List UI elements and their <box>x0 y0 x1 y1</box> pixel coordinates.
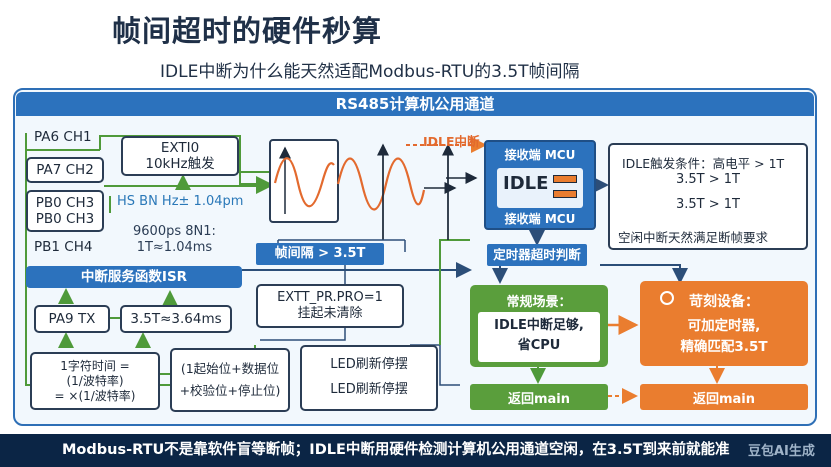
page-subtitle: IDLE中断为什么能天然适配Modbus-RTU的3.5T帧间隔 <box>160 62 580 82</box>
led-line2: LED刷新停摆 <box>330 382 408 397</box>
normal-return-button[interactable]: 返回main <box>470 384 608 410</box>
led-orange-icon <box>553 175 577 183</box>
baud-label: 9600ps 8N1: 1T≈1.04ms <box>133 224 216 257</box>
strict-scenario-card: 苛刻设备： 可加定时器, 精确匹配3.5T <box>640 281 808 366</box>
t364-label: 3.5T≈3.64ms <box>130 310 222 327</box>
stopwatch-icon <box>660 291 674 305</box>
frame-bits-line1: (1起始位+数据位 <box>180 360 280 376</box>
led-box: LED刷新停摆 LED刷新停摆 <box>300 345 438 411</box>
normal-scenario-card: 常规场景： IDLE中断足够, 省CPU <box>470 285 608 367</box>
frame-bits-line2: +校验位+停止位) <box>179 383 281 398</box>
led-orange-icon <box>553 190 577 198</box>
char-time-line3: = ×(1/波特率) <box>54 388 136 403</box>
channel-banner: RS485计算机公用通道 <box>16 92 814 116</box>
idle-cond-line3: 3.5T > 1T <box>676 197 740 212</box>
normal-body: IDLE中断足够, 省CPU <box>478 312 600 362</box>
exti-line2: 10kHz触发 <box>145 156 215 172</box>
char-time-box: 1字符时间 = (1/波特率) = ×(1/波特率) <box>30 352 160 410</box>
frame-bits-box: (1起始位+数据位 +校验位+停止位) <box>170 348 290 412</box>
extt-line2: 挂起未清除 <box>297 306 363 321</box>
pin-pa7-box: PA7 CH2 <box>26 157 104 183</box>
mcu-top-label: 接收端 MCU <box>504 148 576 162</box>
normal-body1: IDLE中断足够, <box>494 318 584 333</box>
baud-line2: 1T≈1.04ms <box>136 240 213 256</box>
isr-header: 中断服务函数ISR <box>26 266 242 288</box>
char-time-line2: (1/波特率) <box>66 373 124 388</box>
led-line1: LED刷新停摆 <box>330 357 408 373</box>
mcu-display: IDLE <box>497 168 583 208</box>
timer-judge-label: 定时器超时判断 <box>487 244 587 266</box>
strict-title: 苛刻设备： <box>689 294 759 310</box>
pin-pa7: PA7 CH2 <box>36 161 94 178</box>
normal-title: 常规场景： <box>506 295 572 310</box>
page-title: 帧间超时的硬件秒算 <box>112 14 383 48</box>
t364-box: 3.5T≈3.64ms <box>120 305 232 333</box>
mcu-chip: 接收端 MCU IDLE 接收端 MCU <box>484 140 596 230</box>
pa9-box: PA9 TX <box>34 305 110 333</box>
mcu-center-label: IDLE <box>503 173 549 194</box>
normal-body2: 省CPU <box>517 338 561 353</box>
hs-label: HS BN Hz± 1.04pm <box>117 194 244 209</box>
strict-return-button[interactable]: 返回main <box>640 384 808 410</box>
footer-bar: Modbus-RTU不是靠软件盲等断帧；IDLE中断用硬件检测计算机公用通道空闲… <box>0 434 831 467</box>
normal-return-label: 返回main <box>507 391 571 407</box>
idle-cond-line1: IDLE触发条件：高电平 > 1T <box>622 156 785 171</box>
pin-pa6: PA6 CH1 <box>34 129 92 145</box>
pin-pb0-b: PB0 CH3 <box>35 211 95 227</box>
strict-return-label: 返回main <box>692 391 756 407</box>
idle-cond-line2: 3.5T > 1T <box>676 172 740 187</box>
strict-body1: 可加定时器, <box>687 318 761 334</box>
extt-line1: EXTT_PR.PRO=1 <box>277 290 383 306</box>
pa9-label: PA9 TX <box>48 310 96 327</box>
pin-pb0-box: PB0 CH3 PB0 CH3 <box>26 190 104 232</box>
mcu-bottom-label: 接收端 MCU <box>504 212 576 226</box>
baud-line1: 9600ps 8N1: <box>133 224 216 239</box>
strict-body2: 精确匹配3.5T <box>680 339 768 355</box>
extt-box: EXTT_PR.PRO=1 挂起未清除 <box>256 284 404 328</box>
idle-condition-box: IDLE触发条件：高电平 > 1T 3.5T > 1T 3.5T > 1T 空闲… <box>608 143 808 250</box>
exti-box: EXTI0 10kHz触发 <box>121 136 239 176</box>
idle-irq-label: IDLE中断 <box>423 134 480 149</box>
pin-pb0-a: PB0 CH3 <box>35 194 95 211</box>
idle-cond-line4: 空闲中断天然满足断帧要求 <box>618 230 769 245</box>
watermark-label: 豆包AI生成 <box>748 444 815 459</box>
pin-pb1: PB1 CH4 <box>34 239 93 255</box>
char-time-line1: 1字符时间 = <box>60 358 130 373</box>
exti-line1: EXTI0 <box>160 139 200 156</box>
frame-gap-label: 帧间隔 > 3.5T <box>256 243 384 265</box>
